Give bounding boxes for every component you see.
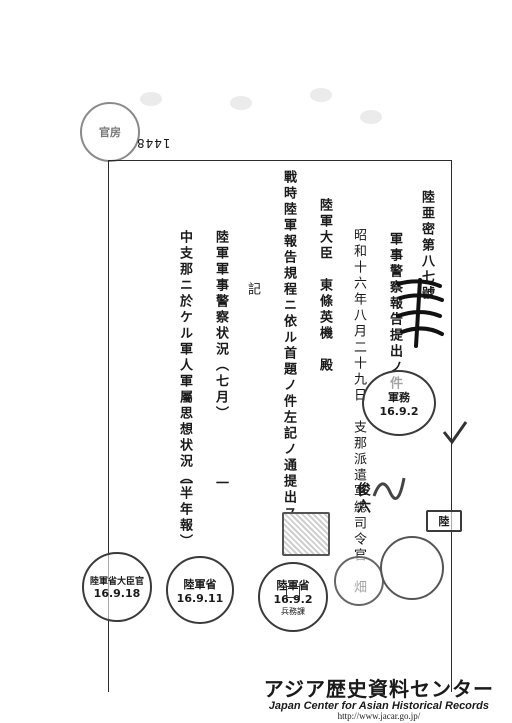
- stamp-bottom-right-a: [334, 556, 384, 606]
- margin-smudge: [140, 92, 162, 106]
- stamp-bottom-center: 陸軍省 16.9.2 兵務課: [258, 562, 328, 632]
- margin-smudge: [230, 96, 252, 110]
- archive-footer: アジア歴史資料センター Japan Center for Asian Histo…: [264, 673, 494, 721]
- stamp-text: 陸: [438, 515, 450, 528]
- sender-suffix: 俊六: [355, 482, 371, 516]
- margin-smudge: [360, 110, 382, 124]
- item-2-count: 一: [177, 476, 192, 492]
- date-and-sender: 昭和十六年八月二十九日 支那派遣軍總司令官 畑: [351, 228, 366, 596]
- stamp-box-right: 陸: [426, 510, 462, 532]
- recipient: 陸軍大臣 東條英機 殿: [317, 198, 332, 374]
- stamp-date: 16.9.2: [273, 593, 313, 606]
- checkbox-mark: [286, 586, 300, 598]
- stamp-text: 陸軍省大臣官: [89, 577, 144, 587]
- document-serial: 陸亜密第八七號: [419, 190, 434, 302]
- stamp-top-left: 官房: [80, 102, 140, 162]
- reference-number: 1448: [136, 136, 171, 150]
- stamp-bottom-right-b: [380, 536, 444, 600]
- stamp-receipt-right: 軍務 16.9.2: [362, 370, 436, 436]
- handwritten-mark-icon: [396, 278, 444, 348]
- scribble-icon: [372, 477, 406, 500]
- stamp-text: 兵務課: [281, 607, 305, 616]
- stamp-bottom-mid: 陸軍省 16.9.11: [166, 556, 234, 624]
- archive-subtitle: Japan Center for Asian Historical Record…: [268, 700, 490, 712]
- archive-url: http://www.jacar.go.jp/: [337, 711, 421, 721]
- stamp-text: 官房: [99, 126, 121, 139]
- stamp-date: 16.9.11: [176, 591, 224, 605]
- item-1: 陸軍軍事警察状況（七月）: [213, 230, 228, 422]
- margin-smudge: [310, 88, 332, 102]
- stamp-text: 軍務: [388, 390, 410, 404]
- stamp-date: 16.9.2: [379, 404, 419, 418]
- stamp-date: 16.9.18: [93, 587, 141, 600]
- ki-heading: 記: [245, 282, 260, 298]
- check-mark-icon: [442, 421, 468, 445]
- document-subject: 軍事警察報告提出ノ件: [387, 232, 402, 392]
- item-1-count: 一: [213, 476, 228, 492]
- stamp-text: 陸軍省: [183, 577, 217, 591]
- item-2: 中支那ニ於ケル軍人軍屬思想状況（半年報）: [177, 230, 192, 550]
- stamp-bottom-left: 陸軍省大臣官 16.9.18: [82, 552, 152, 622]
- archive-title: アジア歴史資料センター: [263, 677, 494, 701]
- seal-square: [282, 512, 330, 556]
- body-text: 戰時陸軍報告規程ニ依ル首題ノ件左記ノ通提出ス: [281, 170, 296, 522]
- document-frame: [108, 160, 452, 692]
- stamp-text: 陸軍省: [276, 579, 310, 592]
